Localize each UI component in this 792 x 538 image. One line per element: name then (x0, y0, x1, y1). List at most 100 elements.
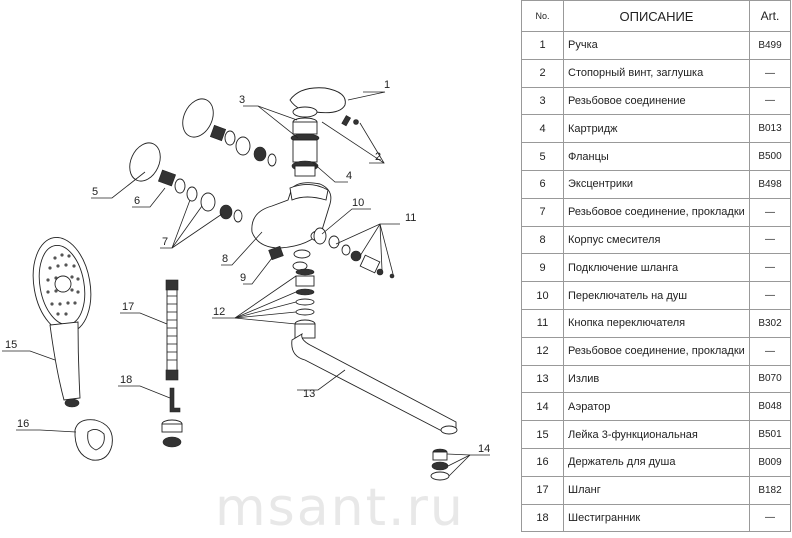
row-no: 12 (521, 336, 564, 366)
hose-connection-drawing (268, 245, 308, 271)
row-description: Резьбовое соединение, прокладки (563, 336, 750, 366)
callout-4: 4 (346, 170, 352, 182)
row-no: 7 (521, 197, 564, 227)
callout-5: 5 (92, 186, 98, 198)
row-art: — (749, 225, 791, 255)
switch-drawing (313, 227, 395, 279)
row-art: — (749, 253, 791, 283)
row-description: Переключатель на душ (563, 281, 750, 310)
row-art: B048 (749, 392, 791, 422)
row-art: B070 (749, 364, 791, 394)
row-art: B499 (749, 31, 791, 60)
row-description: Шланг (563, 475, 750, 505)
row-art: — (749, 281, 791, 310)
callout-15: 15 (5, 339, 17, 351)
row-no: 4 (521, 114, 564, 144)
row-description: Держатель для душа (563, 447, 750, 477)
row-no: 1 (521, 31, 564, 60)
row-no: 3 (521, 86, 564, 116)
aerator-drawing (430, 448, 450, 481)
header-no: No. (521, 0, 564, 32)
row-description: Фланцы (563, 142, 750, 171)
callout-12: 12 (213, 306, 225, 318)
row-description: Подключение шланга (563, 253, 750, 283)
callout-8: 8 (222, 253, 228, 265)
row-description: Резьбовое соединение (563, 86, 750, 116)
row-no: 15 (521, 420, 564, 449)
row-description: Стопорный винт, заглушка (563, 58, 750, 88)
spout-drawing (291, 332, 458, 435)
row-no: 8 (521, 225, 564, 255)
row-description: Кнопка переключателя (563, 308, 750, 338)
row-no: 16 (521, 447, 564, 477)
row-description: Ручка (563, 31, 750, 60)
row-no: 10 (521, 281, 564, 310)
callout-14: 14 (478, 443, 490, 455)
row-description: Резьбовое соединение, прокладки (563, 197, 750, 227)
hose-drawing (165, 279, 179, 381)
row-description: Аэратор (563, 392, 750, 422)
aerator-small-drawing (161, 419, 183, 448)
row-no: 5 (521, 142, 564, 171)
mixer-body-drawing (251, 182, 332, 259)
row-art: B182 (749, 475, 791, 505)
callout-11: 11 (405, 212, 416, 224)
row-no: 14 (521, 392, 564, 422)
header-art: Art. (749, 0, 791, 32)
row-no: 11 (521, 308, 564, 338)
row-art: — (749, 197, 791, 227)
row-art: B500 (749, 142, 791, 171)
header-description: ОПИСАНИЕ (563, 0, 750, 32)
exploded-view-diagram: 1 2 3 4 5 6 7 8 9 10 11 12 13 14 15 16 1… (2, 79, 490, 481)
callout-7: 7 (162, 236, 168, 248)
callout-13: 13 (303, 388, 315, 400)
row-art: — (749, 336, 791, 366)
row-no: 9 (521, 253, 564, 283)
row-no: 6 (521, 169, 564, 199)
cartridge-drawing (290, 117, 320, 177)
watermark: msant.ru (215, 478, 465, 538)
callout-1: 1 (384, 79, 390, 91)
row-description: Картридж (563, 114, 750, 144)
row-art: B009 (749, 447, 791, 477)
row-art: B498 (749, 169, 791, 199)
row-description: Корпус смесителя (563, 225, 750, 255)
row-description: Излив (563, 364, 750, 394)
flange-drawing (129, 98, 214, 182)
row-no: 2 (521, 58, 564, 88)
shower-holder-drawing (74, 419, 113, 461)
handle-drawing (289, 87, 359, 127)
callout-10: 10 (352, 197, 364, 209)
row-description: Эксцентрики (563, 169, 750, 199)
row-no: 13 (521, 364, 564, 394)
row-art: — (749, 58, 791, 88)
row-art: — (749, 86, 791, 116)
eccentrics-drawing (157, 124, 277, 223)
callout-17: 17 (122, 301, 134, 313)
callout-3: 3 (239, 94, 245, 106)
callout-16: 16 (17, 418, 29, 430)
spout-connection-drawing (294, 268, 316, 339)
callout-9: 9 (240, 272, 246, 284)
shower-head-drawing (32, 237, 92, 408)
callout-6: 6 (134, 195, 140, 207)
row-no: 17 (521, 475, 564, 505)
callout-2: 2 (375, 151, 381, 163)
